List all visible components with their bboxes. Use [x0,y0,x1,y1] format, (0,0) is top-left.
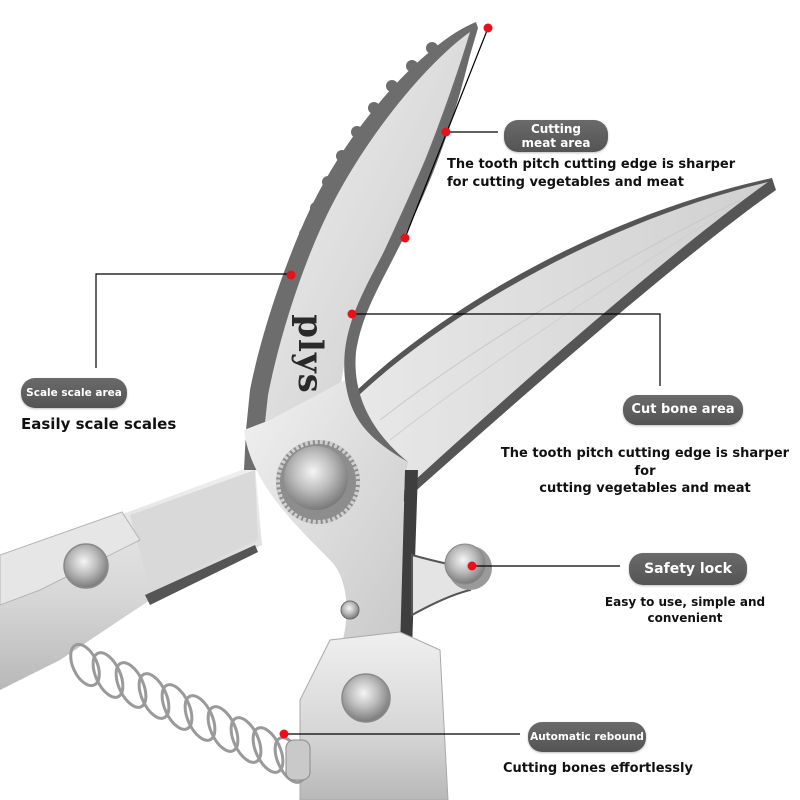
safety-lock-tab [411,543,492,617]
safety-lock-desc-line2: convenient [647,611,723,626]
automatic-rebound-label: Automatic rebound [528,722,646,752]
brand-mark: plys [290,314,330,394]
scale-scale-area-label: Scale scale area [21,378,127,408]
left-handle-arm [0,465,262,690]
lower-blade [352,178,776,505]
small-rivet [340,600,360,620]
marker-dots [279,23,493,739]
safety-lock-description: Easy to use, simple and convenient [585,594,785,626]
right-handle-arm [299,631,449,800]
cutting-meat-area-desc-line2: for cutting vegetables and meat [447,174,684,190]
spring-cap [285,739,311,781]
cutting-meat-area-label-line1: Cutting [530,122,582,136]
cut-bone-area-label: Cut bone area [623,395,743,425]
safety-lock-label: Safety lock [629,553,747,585]
safety-lock-desc-line1: Easy to use, simple and [604,595,766,609]
cutting-meat-area-description: The tooth pitch cutting edge is sharper … [447,156,735,191]
upper-serrated-blade [244,22,478,470]
pivot-bolt [276,440,360,524]
cutting-meat-area-desc-line1: The tooth pitch cutting edge is sharper [447,157,736,172]
rebound-spring [69,642,307,784]
cut-bone-area-desc-line1: The tooth pitch cutting edge is sharper … [500,446,790,479]
cutting-meat-area-label: Cutting meat area [504,120,608,152]
cutting-meat-area-label-line2: meat area [521,136,591,150]
scale-scale-area-description: Easily scale scales [21,415,177,433]
cut-bone-area-description: The tooth pitch cutting edge is sharper … [490,445,800,498]
automatic-rebound-description: Cutting bones effortlessly [503,761,693,776]
cut-bone-area-desc-line2: cutting vegetables and meat [539,481,751,497]
